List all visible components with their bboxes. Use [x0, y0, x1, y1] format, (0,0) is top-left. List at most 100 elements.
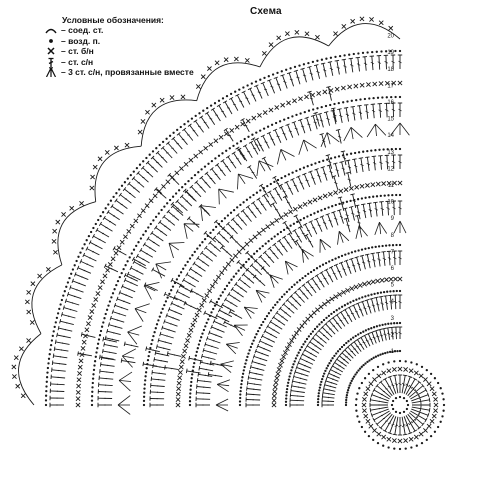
- double-crochet-tick: [245, 97, 249, 99]
- double-crochet-stitch: [345, 159, 352, 175]
- double-crochet-top: [408, 375, 413, 379]
- round-2: [321, 326, 403, 408]
- double-crochet-stitch: [285, 298, 298, 310]
- chain-stitch: [376, 365, 380, 369]
- double-crochet-top: [354, 256, 359, 259]
- double-crochet-tick: [300, 125, 305, 128]
- double-crochet-stitch: [375, 251, 381, 267]
- double-crochet-stitch: [369, 406, 389, 413]
- double-crochet-stitch: [246, 380, 262, 386]
- chain-stitch: [142, 160, 145, 163]
- chain-stitch: [92, 373, 95, 376]
- chain-stitch: [296, 354, 299, 357]
- double-crochet-tick: [308, 240, 312, 242]
- chain-stitch: [402, 410, 406, 414]
- double-crochet-top: [324, 268, 329, 272]
- chain-stitch: [355, 298, 358, 301]
- single-crochet-stitch: [198, 149, 204, 155]
- chain-stitch: [245, 359, 248, 362]
- double-crochet-tick: [133, 187, 136, 189]
- double-crochet-top: [223, 297, 227, 302]
- double-crochet-stitch: [296, 175, 305, 190]
- chain-stitch: [302, 166, 306, 169]
- double-crochet-top: [360, 300, 365, 303]
- double-crochet-stitch: [145, 346, 160, 353]
- chain-stitch: [181, 186, 184, 189]
- double-crochet-tick: [230, 302, 233, 304]
- double-crochet-top: [51, 360, 54, 366]
- double-crochet-tick: [363, 62, 368, 65]
- double-crochet-stitch: [272, 187, 283, 201]
- chain-stitch: [343, 54, 346, 57]
- chain-stitch: [367, 246, 370, 250]
- double-crochet-top: [371, 155, 377, 158]
- chain-stitch: [358, 420, 361, 423]
- double-crochet-tick: [302, 369, 305, 371]
- double-crochet-top: [52, 353, 55, 359]
- double-crochet-top: [373, 329, 379, 332]
- double-crochet-stitch: [352, 340, 362, 352]
- double-crochet-stitch: [54, 339, 70, 345]
- cluster-leg: [218, 188, 227, 199]
- chain-stitch: [283, 293, 286, 296]
- chain-stitch: [364, 362, 367, 365]
- double-crochet-stitch: [343, 259, 352, 274]
- chain-stitch: [388, 244, 391, 247]
- double-crochet-stitch: [251, 359, 266, 367]
- double-crochet-stitch: [282, 235, 293, 249]
- chain-stitch: [441, 392, 444, 395]
- double-crochet-stitch: [186, 216, 200, 228]
- double-crochet-tick: [311, 177, 315, 179]
- chain-stitch: [50, 339, 54, 342]
- double-crochet-top: [136, 171, 140, 175]
- double-crochet-tick: [384, 60, 388, 64]
- double-crochet-stitch: [155, 344, 171, 351]
- row-number: 12: [387, 166, 394, 172]
- double-crochet-top: [331, 175, 337, 178]
- chain-stitch: [194, 114, 197, 118]
- double-crochet-stitch: [194, 180, 207, 193]
- double-crochet-top: [291, 378, 294, 384]
- chain-stitch: [371, 50, 374, 54]
- chain-stitch: [347, 252, 350, 255]
- double-crochet-stitch: [109, 315, 125, 323]
- double-crochet-stitch: [118, 290, 133, 299]
- double-crochet-stitch: [82, 252, 97, 262]
- single-crochet-stitch: [89, 185, 95, 191]
- double-crochet-stitch: [369, 397, 389, 404]
- double-crochet-tick: [257, 91, 261, 93]
- double-crochet-top: [145, 346, 148, 351]
- legend-item-slip-stitch: – соед. ст.: [44, 25, 194, 35]
- double-crochet-top: [327, 61, 333, 63]
- double-crochet-stitch: [204, 111, 216, 125]
- double-crochet-top: [350, 105, 355, 108]
- cluster-leg: [375, 123, 387, 136]
- double-crochet-tick: [102, 232, 104, 235]
- double-crochet-top: [247, 87, 253, 91]
- double-crochet-stitch: [278, 306, 292, 318]
- double-crochet-stitch: [97, 402, 112, 408]
- double-crochet-tick: [195, 358, 197, 361]
- chain-stitch: [294, 357, 298, 360]
- double-crochet-stitch: [188, 355, 203, 362]
- double-crochet-top: [424, 417, 428, 423]
- chain-stitch: [332, 310, 336, 314]
- chain-stitch: [265, 314, 269, 318]
- chain-stitch: [270, 123, 274, 126]
- chain-stitch: [258, 326, 261, 330]
- double-crochet-stitch: [246, 386, 261, 391]
- double-crochet-top: [79, 259, 83, 264]
- row-number: 3: [391, 316, 395, 322]
- chain-stitch: [372, 438, 375, 442]
- double-crochet-top: [229, 235, 234, 239]
- double-crochet-top: [237, 147, 242, 151]
- chain-stitch: [358, 387, 361, 390]
- chain-stitch: [55, 316, 59, 320]
- double-crochet-top: [282, 195, 288, 199]
- double-crochet-stitch: [360, 300, 368, 315]
- single-crochet-stitch: [177, 370, 183, 375]
- double-crochet-stitch: [85, 246, 100, 256]
- three-dc-together-stitch: [237, 173, 254, 190]
- chain-stitch: [375, 195, 379, 198]
- double-crochet-tick: [394, 424, 399, 427]
